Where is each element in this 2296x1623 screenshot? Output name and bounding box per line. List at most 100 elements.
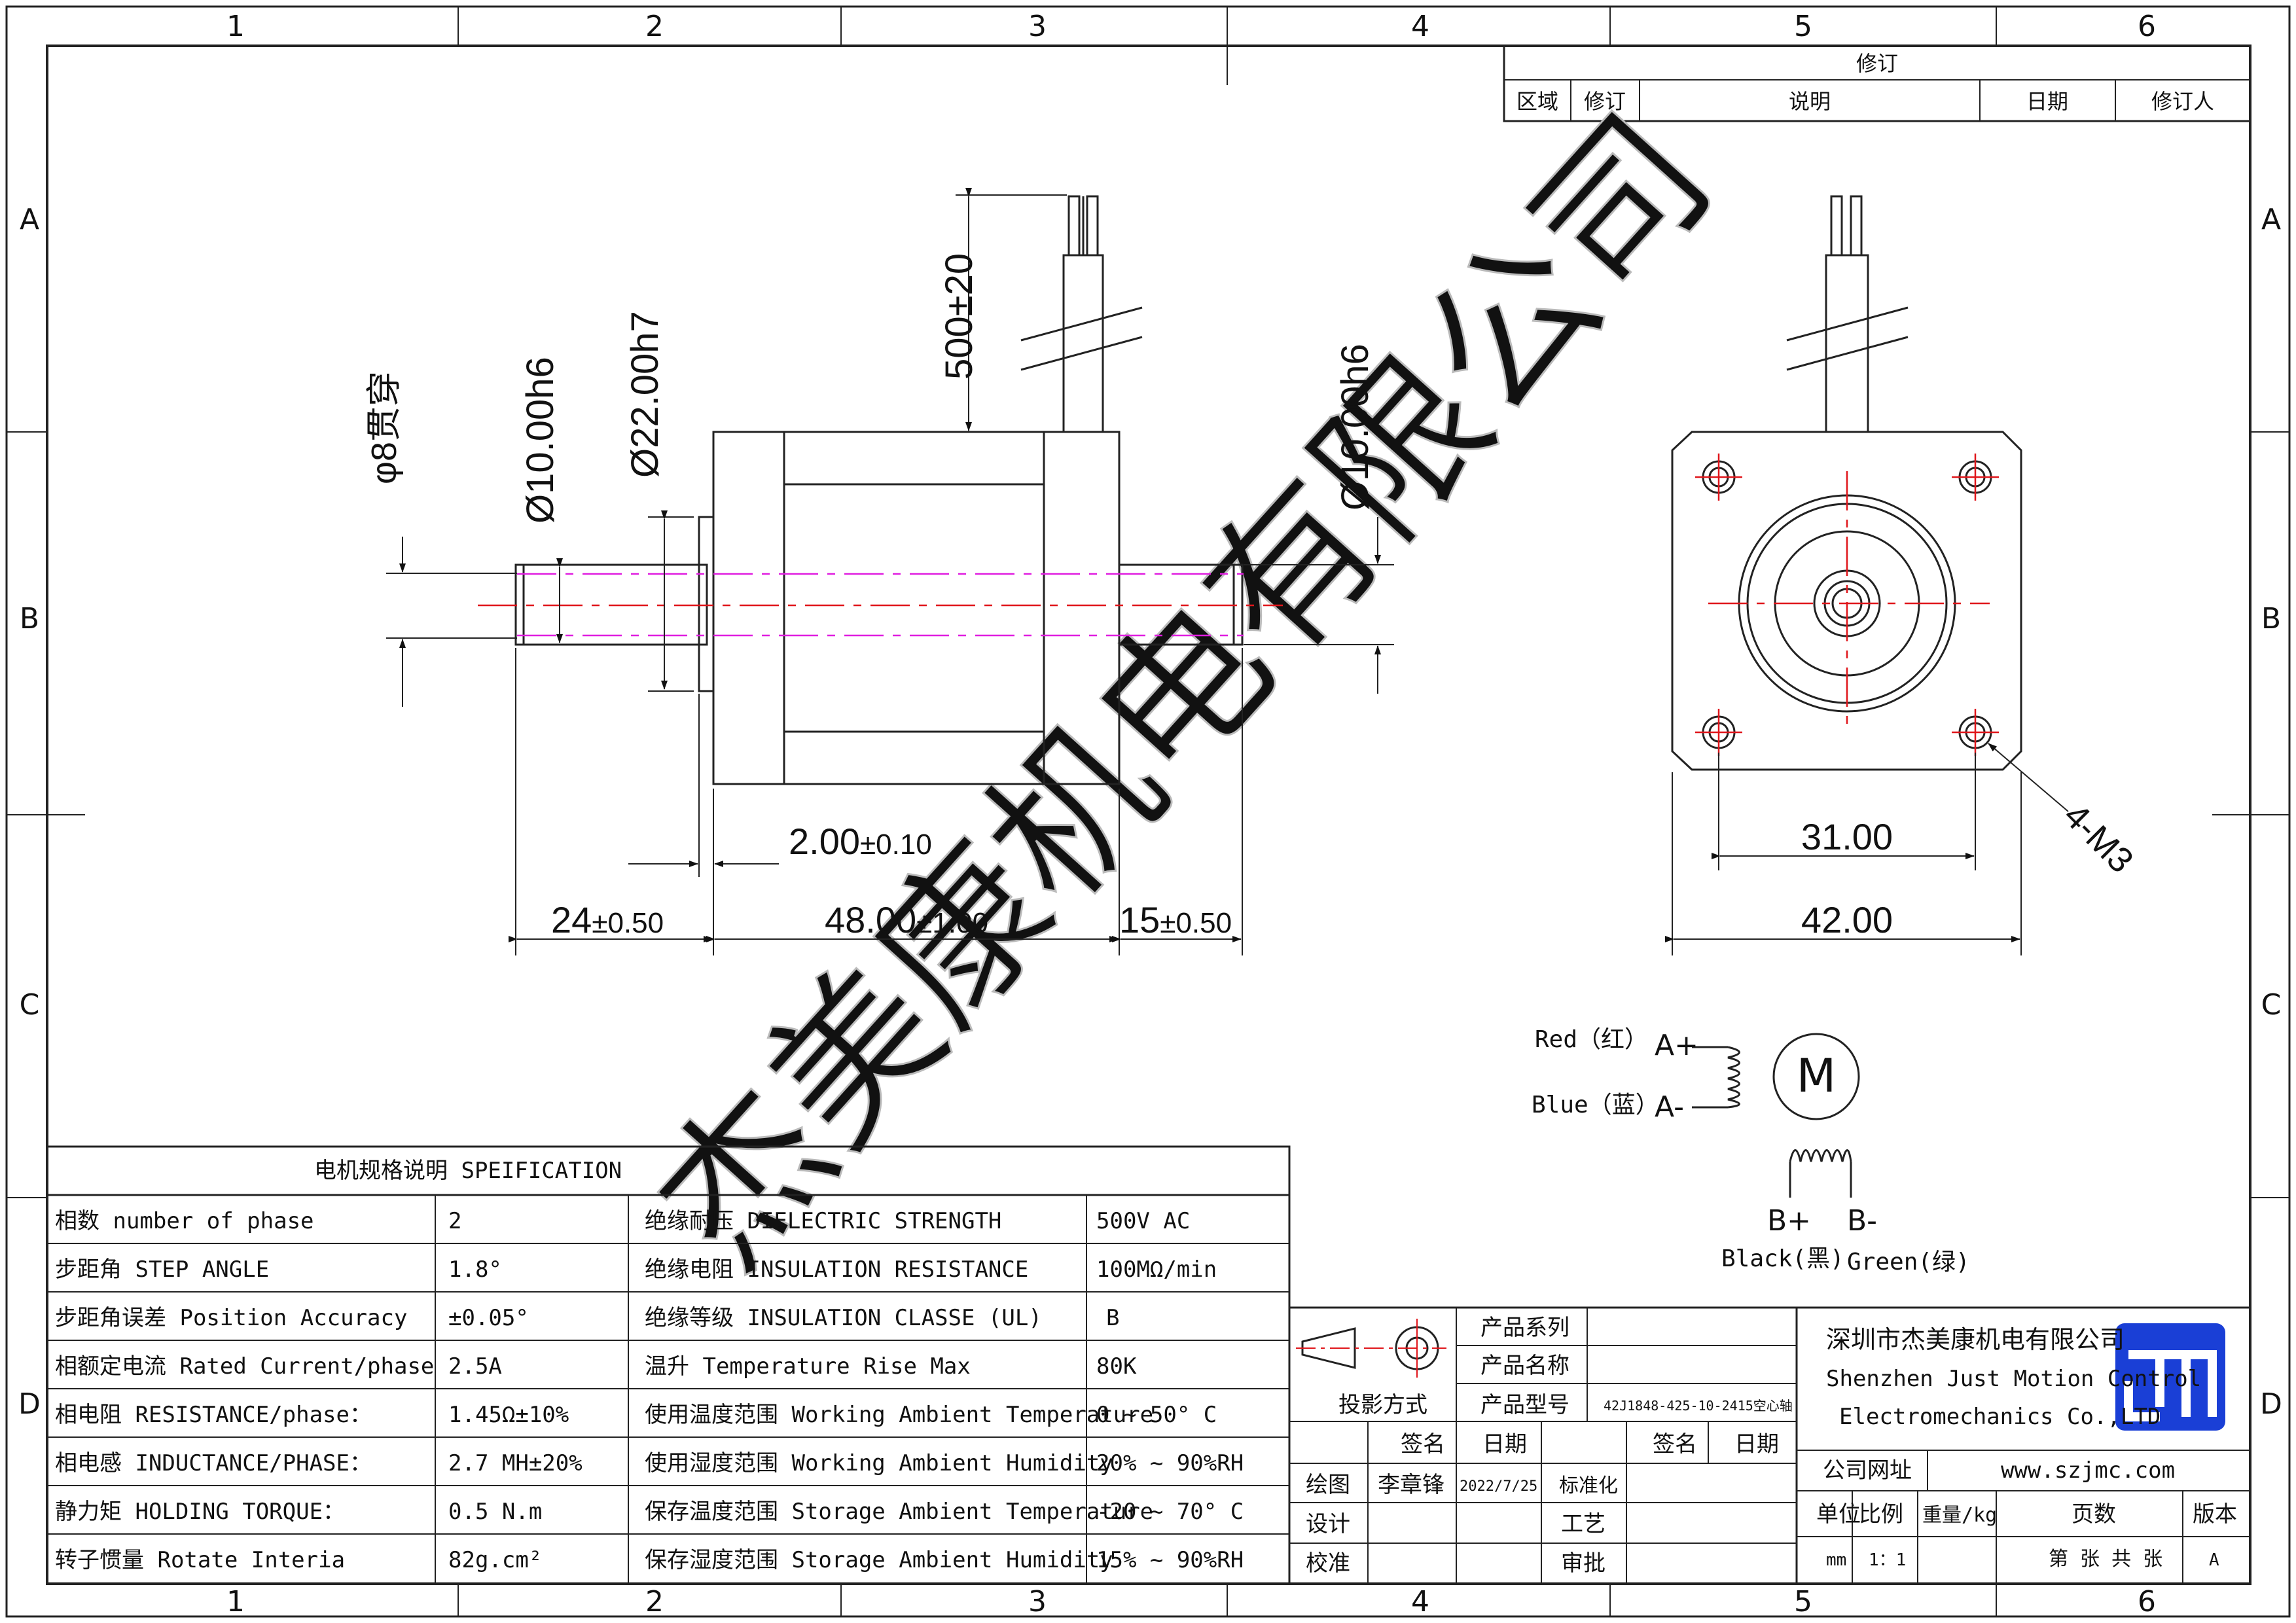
- spec-r6-param2: 使用湿度范围 Working Ambient Humidity: [645, 1450, 1113, 1476]
- wire-red-label: Red（红）: [1535, 1026, 1648, 1053]
- tb-scale: 比例: [1859, 1501, 1903, 1527]
- spec-r3-value2: B: [1106, 1305, 1119, 1331]
- motor-symbol: [1772, 1033, 1860, 1120]
- row-label-c: C: [20, 988, 40, 1022]
- row-label-b-r: B: [2261, 602, 2281, 635]
- tb-unit: 单位: [1816, 1501, 1861, 1527]
- tb-company-en2: Electromechanics Co.,LTD: [1839, 1404, 2161, 1430]
- col-label-3b: 3: [1028, 1585, 1047, 1618]
- row-label-b: B: [20, 602, 39, 635]
- tb-drawer: 李章锋: [1378, 1472, 1444, 1498]
- tb-pages: 页数: [2072, 1501, 2116, 1527]
- side-dimensions: [386, 188, 1394, 955]
- wire-a-minus: A-: [1655, 1090, 1684, 1124]
- spec-r4-value: 2.5A: [448, 1353, 502, 1380]
- tb-projection: 投影方式: [1338, 1392, 1427, 1418]
- tb-sign2: 签名: [1653, 1431, 1697, 1457]
- spec-r7-param2: 保存温度范围 Storage Ambient Temperature: [645, 1499, 1153, 1525]
- spec-r5-value: 1.45Ω±10%: [448, 1402, 569, 1428]
- tb-date2: 日期: [1734, 1431, 1779, 1457]
- col-label-3: 3: [1028, 10, 1047, 43]
- col-label-4: 4: [1411, 10, 1429, 43]
- revision-header-date: 日期: [2026, 89, 2068, 114]
- col-label-5b: 5: [1794, 1585, 1812, 1618]
- revision-table: 修订 区域 修订 说明 日期 修订人: [1503, 45, 2251, 122]
- tb-check: 校准: [1306, 1550, 1350, 1577]
- tb-date: 日期: [1482, 1431, 1527, 1457]
- wire-blue-label: Blue（蓝）: [1532, 1092, 1659, 1118]
- spec-r2-value2: 100MΩ/min: [1096, 1257, 1217, 1283]
- dim-boss-height: 2.00±0.10: [789, 821, 932, 862]
- dim-body-length: 48.00±1.00: [825, 899, 988, 940]
- company-logo-icon: [2115, 1323, 2225, 1431]
- tb-website-label: 公司网址: [1823, 1457, 1912, 1484]
- tb-product-name: 产品名称: [1480, 1353, 1570, 1379]
- spec-r5-param: 相电阻 RESISTANCE/phase：: [55, 1402, 372, 1428]
- spec-r1-param: 相数 number of phase: [55, 1208, 314, 1234]
- front-centerlines: [1695, 454, 1999, 756]
- spec-r4-value2: 80K: [1096, 1353, 1137, 1380]
- col-label-2: 2: [645, 10, 664, 43]
- spec-r1-param2: 绝缘耐压 DIELECTRIC STRENGTH: [645, 1208, 1001, 1234]
- dim-hole-spacing: 31.00: [1801, 816, 1893, 857]
- dim-flange: 42.00: [1801, 899, 1893, 940]
- wire-b-minus: B-: [1847, 1204, 1877, 1238]
- side-view: [514, 195, 1244, 785]
- motor-label: M: [1797, 1049, 1836, 1103]
- col-label-2b: 2: [645, 1585, 664, 1618]
- wire-black-label: Black(黑): [1721, 1245, 1844, 1272]
- spec-r8-param: 转子惯量 Rotate Interia: [55, 1547, 345, 1573]
- tb-company-cn: 深圳市杰美康机电有限公司: [1826, 1325, 2125, 1354]
- tb-weight: 重量/kg: [1922, 1504, 1997, 1527]
- title-block: 产品系列 产品名称 投影方式 产品型号 42J1848-425-10-2415空…: [1288, 1306, 2251, 1585]
- front-dimensions: [1665, 743, 2069, 955]
- tb-scale-value: 1：1: [1869, 1550, 1906, 1570]
- col-label-1b: 1: [226, 1585, 245, 1618]
- spec-r3-param: 步距角误差 Position Accuracy: [55, 1305, 407, 1331]
- col-label-4b: 4: [1411, 1585, 1429, 1618]
- spec-r1-value: 2: [448, 1208, 461, 1234]
- revision-header-reviser: 修订人: [2151, 89, 2214, 114]
- col-label-5: 5: [1794, 10, 1812, 43]
- tb-product-series: 产品系列: [1480, 1315, 1570, 1341]
- tb-draw-date: 2022/7/25: [1460, 1478, 1537, 1495]
- row-label-a-r: A: [2261, 203, 2281, 236]
- revision-title: 修订: [1856, 51, 1898, 76]
- dim-shaft-left: Ø10.00h6: [519, 357, 562, 524]
- spec-r3-param2: 绝缘等级 INSULATION CLASSE (UL): [645, 1305, 1042, 1331]
- spec-r2-param: 步距角 STEP ANGLE: [55, 1257, 269, 1283]
- tb-website: www.szjmc.com: [2001, 1457, 2175, 1484]
- col-label-6: 6: [2138, 10, 2156, 43]
- tb-model-value: 42J1848-425-10-2415空心轴: [1604, 1398, 1793, 1414]
- tb-version: 版本: [2193, 1501, 2237, 1527]
- tb-unit-value: mm: [1826, 1550, 1846, 1570]
- spec-r5-param2: 使用温度范围 Working Ambient Temperature: [645, 1402, 1153, 1428]
- spec-r7-param: 静力矩 HOLDING TORQUE：: [55, 1499, 345, 1525]
- spec-r8-value: 82g.cm²: [448, 1547, 542, 1573]
- tb-standard: 标准化: [1559, 1474, 1618, 1497]
- dim-left-shaft-length: 24±0.50: [551, 899, 664, 940]
- spec-r4-param: 相额定电流 Rated Current/phase: [55, 1353, 434, 1380]
- revision-header-area: 区域: [1516, 89, 1558, 114]
- tb-pages-value: 第 张 共 张: [2049, 1548, 2162, 1571]
- tb-product-model: 产品型号: [1480, 1392, 1570, 1418]
- wiring-diagram: Red（红） Blue（蓝） A+ A- M B+ B- Black(黑) Gr…: [1532, 1026, 1970, 1275]
- spec-r5-value2: 0 ~ 50° C: [1096, 1402, 1217, 1428]
- dim-holes: 4-M3: [2056, 796, 2141, 880]
- wire-a-plus: A+: [1655, 1029, 1698, 1062]
- wire-green-label: Green(绿): [1847, 1249, 1970, 1275]
- row-label-d-r: D: [2260, 1387, 2282, 1421]
- wire-b-plus: B+: [1767, 1204, 1811, 1238]
- watermark: 杰美康机电有限公司: [620, 80, 1748, 1302]
- side-centerlines: [478, 573, 1283, 637]
- spec-r6-param: 相电感 INDUCTANCE/PHASE：: [55, 1450, 372, 1476]
- col-label-1: 1: [226, 10, 245, 43]
- tb-version-value: A: [2209, 1550, 2219, 1570]
- dim-right-shaft-length: 15±0.50: [1119, 899, 1232, 940]
- spec-r7-value: 0.5 N.m: [448, 1499, 542, 1525]
- tb-approve: 审批: [1561, 1550, 1605, 1577]
- row-label-a: A: [20, 203, 39, 236]
- row-label-c-r: C: [2261, 988, 2282, 1022]
- spec-r6-value: 2.7 MH±20%: [448, 1450, 583, 1476]
